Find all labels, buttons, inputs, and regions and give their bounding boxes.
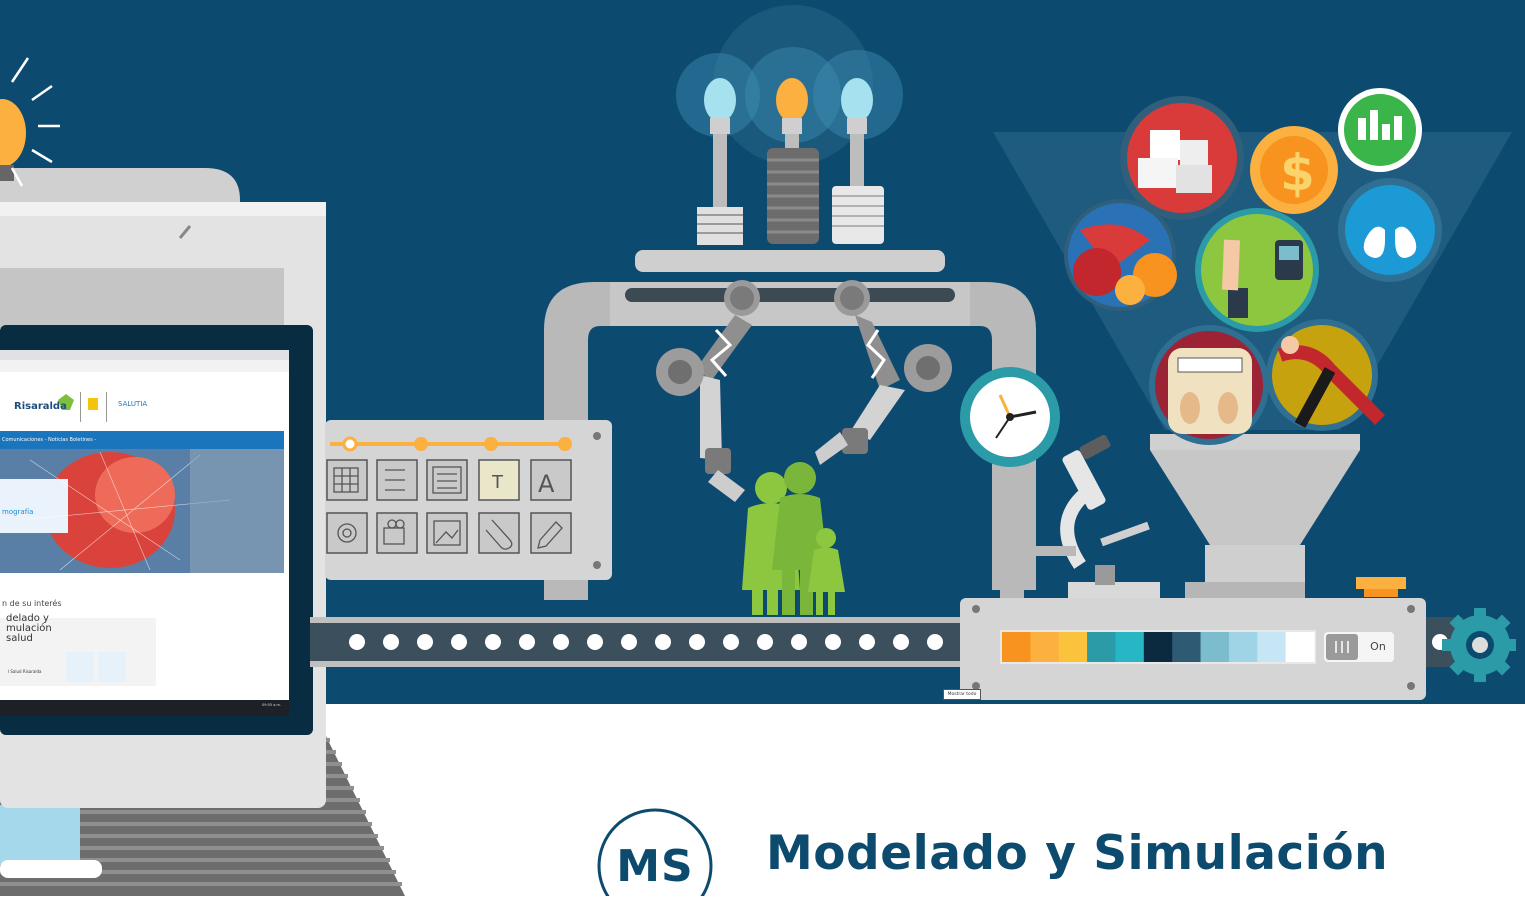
pencil-icon	[530, 512, 572, 554]
conveyor-belt	[310, 617, 1463, 667]
card-title: delado y mulación salud	[6, 613, 52, 644]
color-swatch	[1257, 632, 1287, 662]
video-camera-icon	[376, 512, 418, 554]
color-swatch	[1143, 632, 1173, 662]
color-swatch	[1200, 632, 1230, 662]
color-swatch	[1172, 632, 1202, 662]
robot-arms	[656, 315, 952, 502]
taskbar-clock: 09:55 a.m.	[262, 703, 281, 707]
svg-text:$: $	[1280, 144, 1315, 202]
idea-bulbs	[676, 5, 903, 245]
color-swatch	[1058, 632, 1088, 662]
hero-caption: mografía	[2, 508, 34, 516]
color-swatch	[1228, 632, 1258, 662]
bar-chart-icon	[1344, 94, 1416, 166]
color-strip	[1002, 632, 1315, 662]
color-swatch	[1285, 632, 1315, 662]
coat-of-arms-icon	[88, 398, 98, 410]
screw-icon	[178, 225, 192, 239]
paperclip-icon	[478, 512, 520, 554]
clock-icon	[960, 367, 1060, 600]
brand-monogram: MS	[616, 841, 694, 892]
health-bubbles: $	[1064, 88, 1442, 445]
toolbox-panel: T A	[325, 420, 612, 580]
svg-text:T: T	[491, 472, 504, 493]
lungs-icon	[1345, 185, 1435, 275]
logo-star-icon	[58, 394, 74, 410]
svg-text:A: A	[538, 470, 555, 498]
lightbulb-idea-icon	[0, 57, 60, 187]
section-title: n de su interés	[2, 599, 62, 608]
color-swatch	[1115, 632, 1145, 662]
microscope-icon	[1036, 434, 1160, 598]
website-screen: SALUTIA	[0, 350, 289, 716]
show-all-button[interactable]: Mostrar todo	[943, 689, 981, 700]
gear-wheel-icon	[1442, 608, 1516, 682]
color-swatch	[1030, 632, 1060, 662]
control-panel	[960, 577, 1426, 700]
ms-monogram-circle	[597, 808, 713, 896]
svg-text:SALUTIA: SALUTIA	[118, 400, 147, 408]
gear-icon	[326, 512, 368, 554]
card-subtitle: l Salud Risaralda	[8, 669, 42, 674]
site-logo-text: Risaralda	[14, 401, 67, 412]
color-swatch	[1087, 632, 1116, 662]
switch-on-label[interactable]: On	[1370, 640, 1386, 653]
brand-title: Modelado y Simulación	[766, 826, 1389, 881]
image-text-icon	[478, 459, 520, 501]
illustration-scene: SALUTIA	[0, 0, 1525, 896]
family-people-icon	[742, 462, 845, 615]
yellow-button	[1356, 577, 1406, 589]
font-size-icon	[530, 459, 572, 501]
site-nav-menu: Comunicaciones - Noticias Boletines -	[2, 437, 97, 443]
table-icon	[326, 459, 368, 501]
color-swatch	[1002, 632, 1031, 662]
